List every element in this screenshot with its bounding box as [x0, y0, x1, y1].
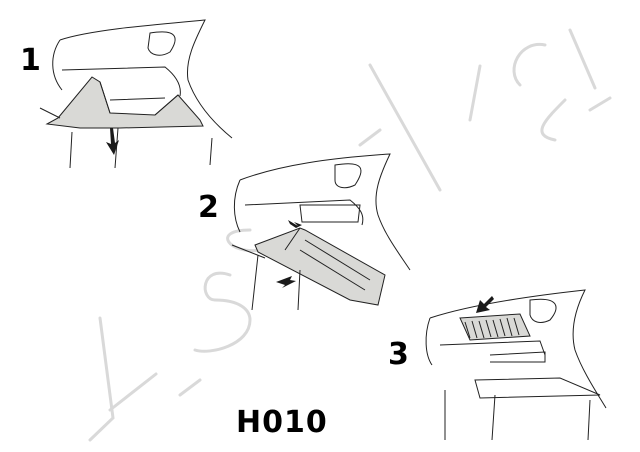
step-3-number: 3: [388, 337, 409, 372]
step-2-number: 2: [198, 190, 219, 225]
watermark: [88, 28, 612, 442]
step-3-illustration: [425, 289, 607, 441]
step-1-number: 1: [20, 43, 41, 78]
part-code-label: H010: [236, 405, 328, 440]
step-2-illustration: [231, 153, 411, 311]
step-1-illustration: [39, 19, 233, 169]
